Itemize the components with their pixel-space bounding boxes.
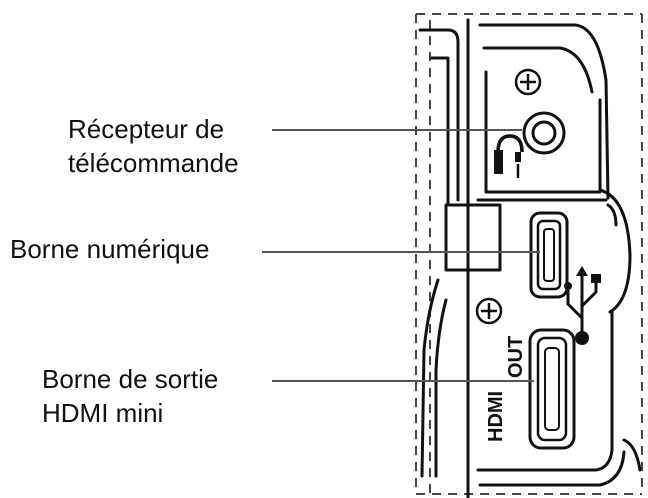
out-port-text: OUT [505,336,527,378]
leader-lines [262,129,540,382]
digital-port [529,211,569,299]
callout-hdmi-port: Borne de sortie HDMI mini [42,362,218,430]
callout-remote-receiver-line2: télécommande [68,148,239,178]
hdmi-port-text: HDMI [485,391,507,442]
remote-receiver-window [522,111,566,155]
camera-body-outline [418,18,642,498]
usb-icon [564,266,601,345]
headphone-icon [494,134,524,178]
detail-frame [415,13,643,495]
callout-digital-port: Borne numérique [10,232,209,266]
callout-digital-port-line1: Borne numérique [10,234,210,264]
plus-circle-icon [475,297,503,325]
callout-remote-receiver: Récepteur de télécommande [68,112,239,180]
hdmi-out-label: HDMI OUT [485,336,527,442]
callout-hdmi-port-line1: Borne de sortie [42,364,219,394]
callout-hdmi-port-line2: HDMI mini [42,398,164,428]
callout-remote-receiver-line1: Récepteur de [68,114,225,144]
plus-circle-icon [514,68,542,96]
hdmi-mini-port [528,328,576,450]
